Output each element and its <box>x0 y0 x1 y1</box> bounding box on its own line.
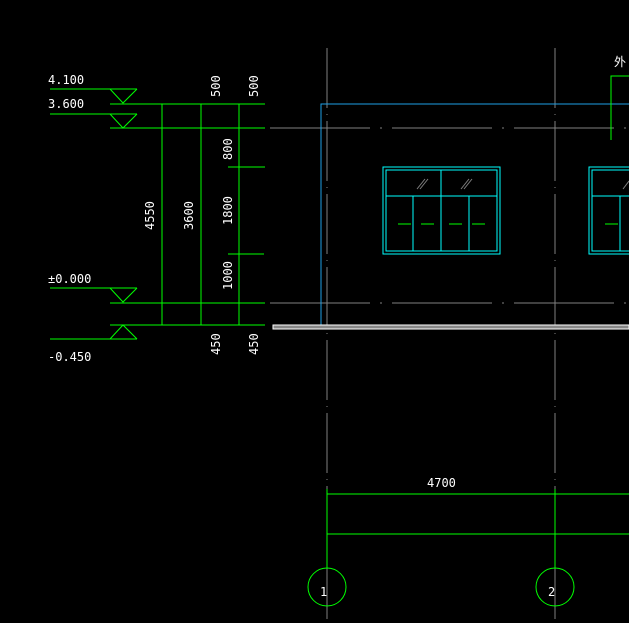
dim-4550: 4550 <box>143 201 157 230</box>
leader-line <box>610 75 629 140</box>
building-outline <box>272 103 629 330</box>
window-2 <box>588 166 629 255</box>
level-minus-0450: -0.450 <box>48 350 91 364</box>
axis-label-1: 1 <box>320 585 327 599</box>
dim-4700: 4700 <box>427 476 456 490</box>
dim-800: 800 <box>221 138 235 160</box>
dim-450-b: 450 <box>247 333 261 355</box>
level-4100: 4.100 <box>48 73 84 87</box>
horizontal-dimension <box>326 489 629 568</box>
level-0000: ±0.000 <box>48 272 91 286</box>
dim-500-a: 500 <box>209 75 223 97</box>
axis-bubble-1 <box>307 567 347 607</box>
level-3600: 3.600 <box>48 97 84 111</box>
dim-450-a: 450 <box>209 333 223 355</box>
annotation-text: 外 <box>614 55 626 69</box>
axis-bubble-2 <box>535 567 575 607</box>
axis-lines <box>270 48 629 623</box>
window-1 <box>382 166 501 255</box>
axis-label-2: 2 <box>548 585 555 599</box>
dimension-lines <box>110 103 265 326</box>
dim-1800: 1800 <box>221 196 235 225</box>
ground-line <box>272 324 629 330</box>
dim-1000: 1000 <box>221 261 235 290</box>
dim-3600: 3600 <box>182 201 196 230</box>
dim-500-b: 500 <box>247 75 261 97</box>
level-markers <box>50 88 138 340</box>
